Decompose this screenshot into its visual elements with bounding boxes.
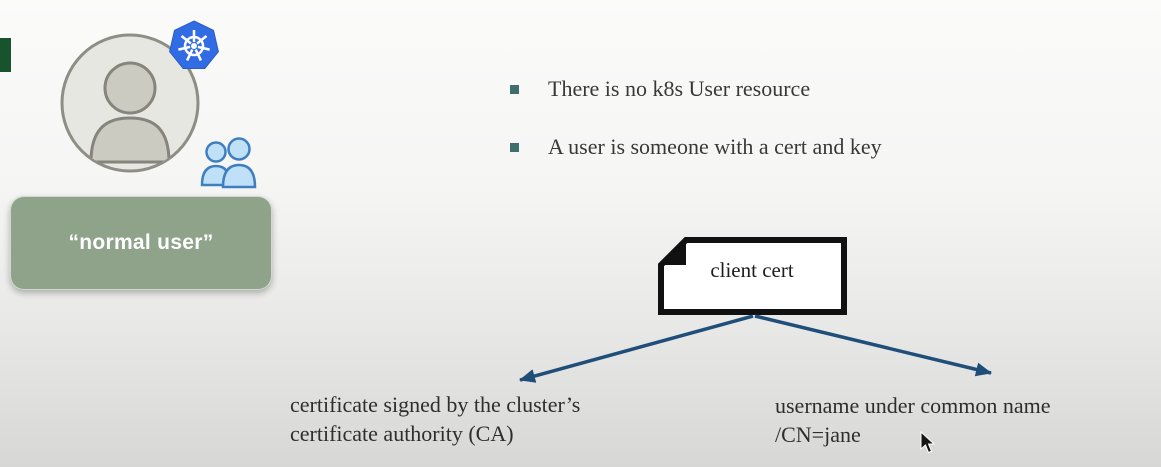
normal-user-text: “normal user” bbox=[68, 231, 214, 254]
mouse-pointer-icon bbox=[920, 431, 936, 454]
ca-signed-caption: certificate signed by the cluster’s cert… bbox=[290, 390, 580, 448]
bullet-text: A user is someone with a cert and key bbox=[548, 134, 882, 159]
diagram-arrows bbox=[519, 314, 992, 383]
kubernetes-icon bbox=[169, 20, 219, 69]
bullet-item: There is no k8s User resource bbox=[510, 76, 810, 102]
normal-user-label: “normal user” bbox=[10, 196, 272, 290]
caption-line: certificate authority (CA) bbox=[290, 421, 514, 446]
bullet-item: A user is someone with a cert and key bbox=[510, 134, 882, 160]
bullet-square-icon bbox=[510, 142, 519, 152]
left-edge-accent bbox=[0, 38, 11, 72]
caption-line: certificate signed by the cluster’s bbox=[290, 392, 581, 417]
user-avatar-icon bbox=[60, 33, 200, 173]
caption-line: /CN=jane bbox=[775, 422, 861, 447]
client-cert-label: client cert bbox=[710, 258, 794, 282]
bullet-square-icon bbox=[510, 84, 519, 94]
user-group-icon bbox=[200, 137, 257, 189]
arrow-right bbox=[754, 314, 992, 377]
caption-line: username under common name bbox=[775, 393, 1051, 418]
arrow-left bbox=[519, 314, 754, 383]
bullet-text: There is no k8s User resource bbox=[548, 76, 811, 101]
common-name-caption: username under common name /CN=jane bbox=[775, 391, 1051, 449]
client-cert-document-icon bbox=[658, 237, 847, 315]
